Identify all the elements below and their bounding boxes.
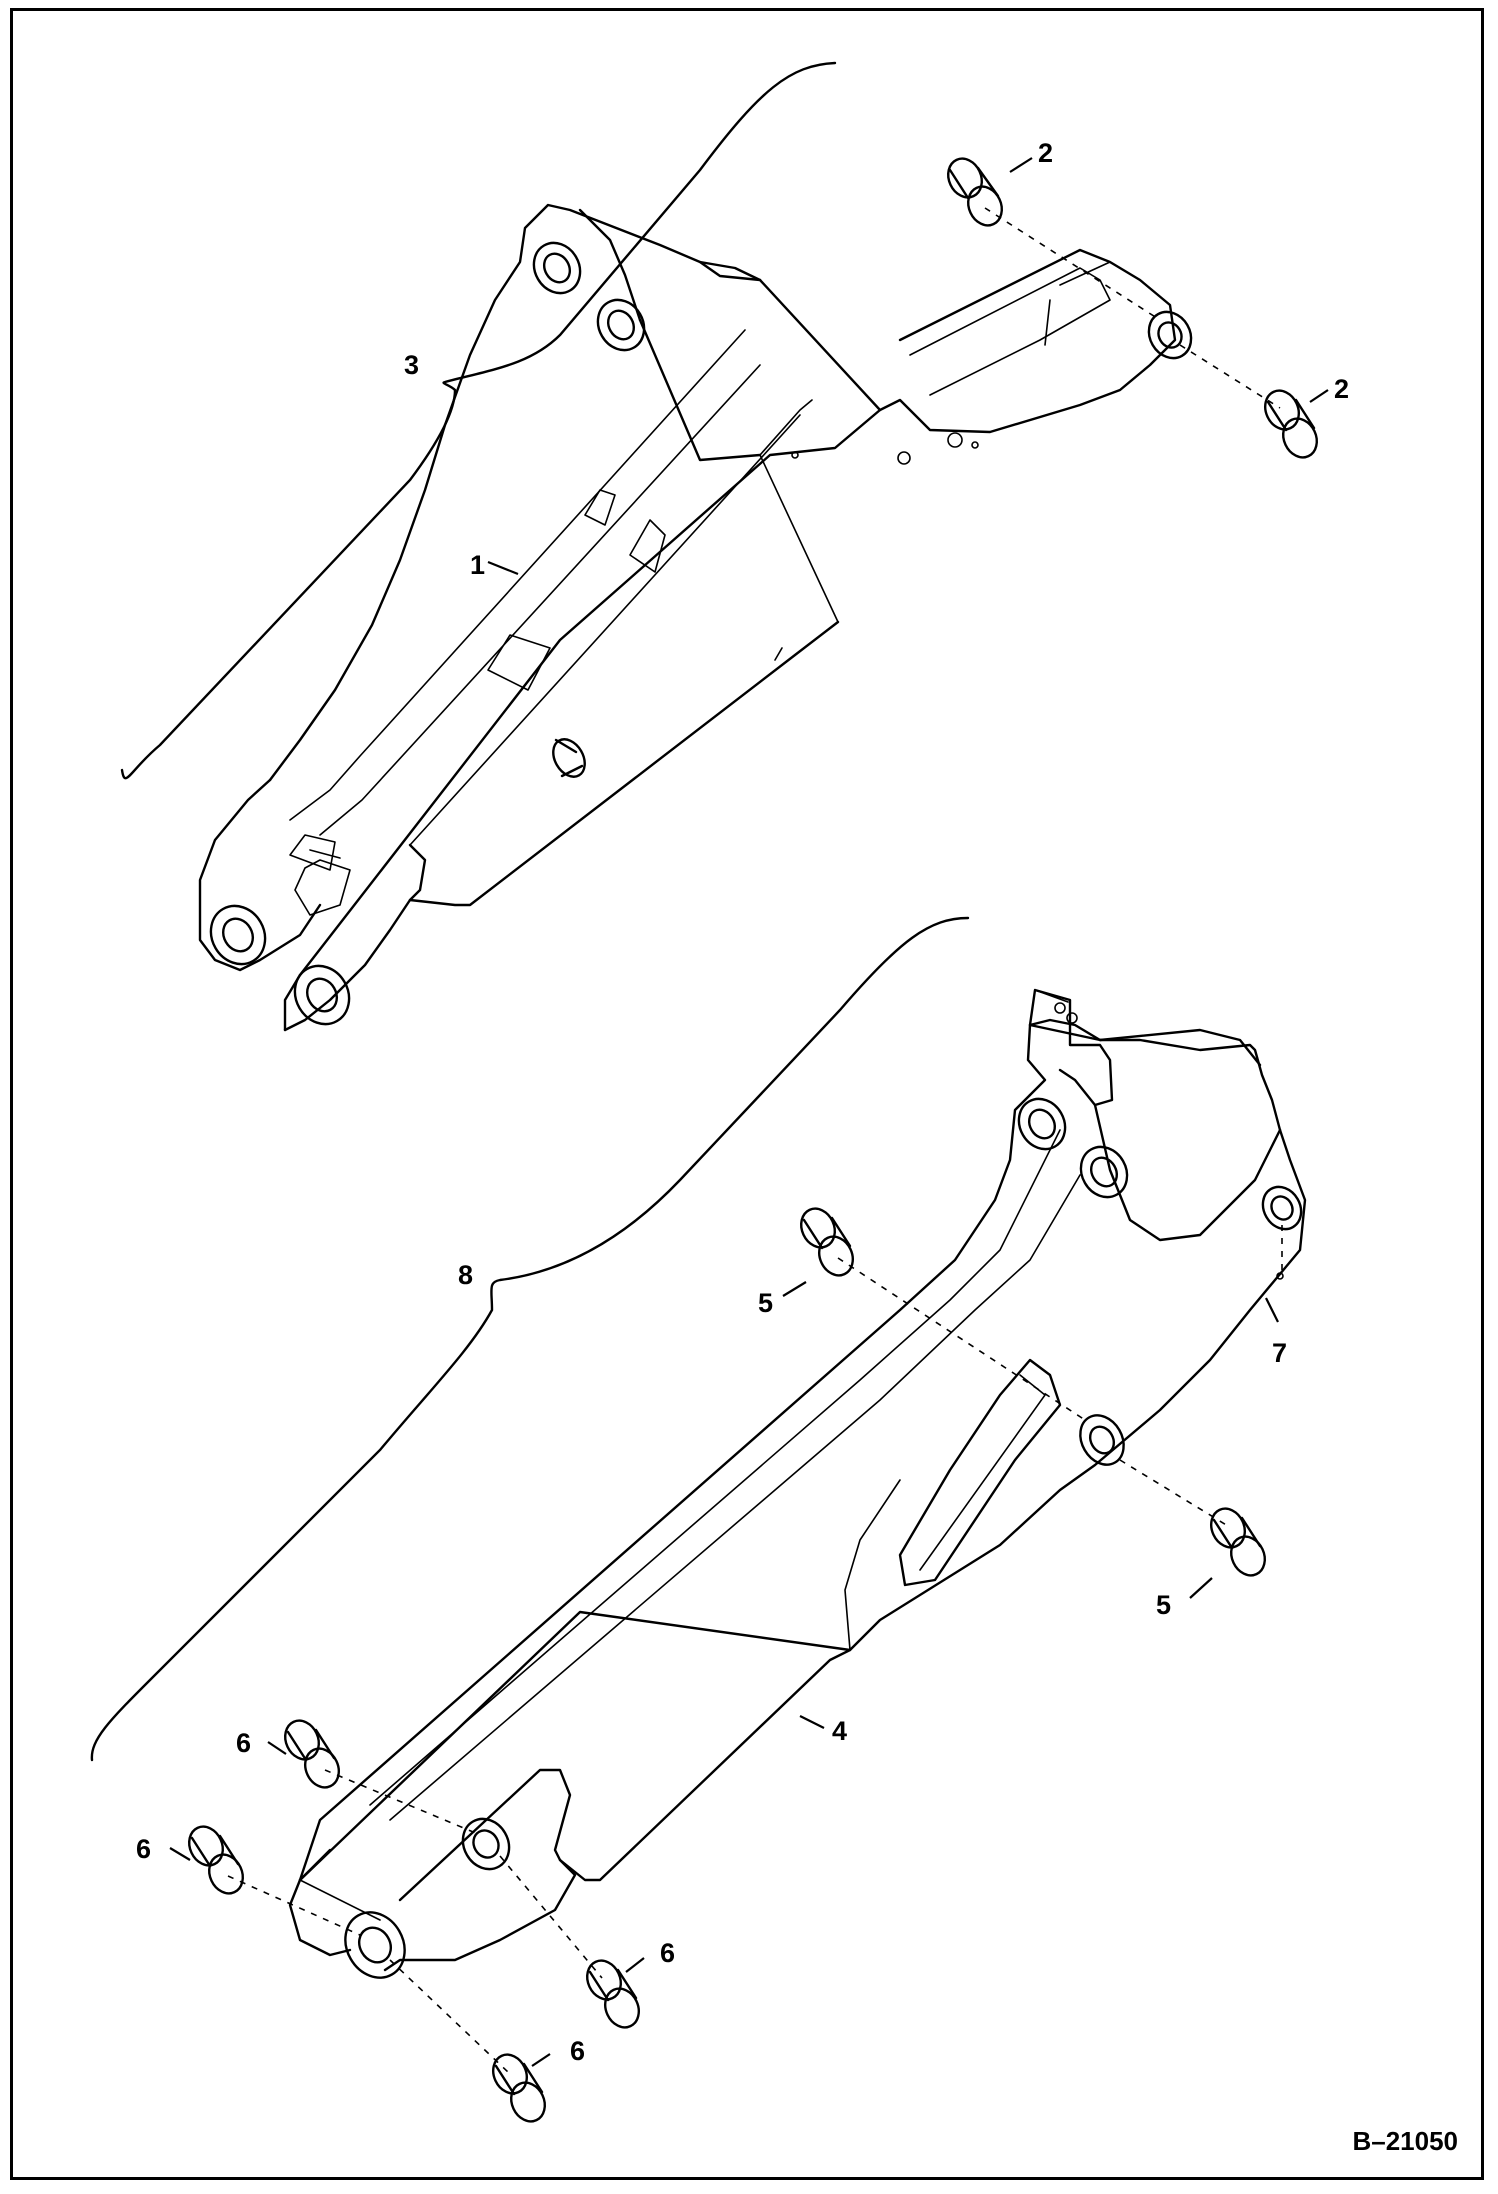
leader-lines — [169, 157, 1329, 2067]
callout-6-d: 6 — [570, 2036, 585, 2066]
callout-6-c: 6 — [660, 1938, 675, 1968]
diagram-frame — [10, 8, 1484, 2180]
boom-drawing — [198, 203, 1193, 1032]
callout-1: 1 — [470, 550, 485, 580]
callout-8: 8 — [458, 1260, 473, 1290]
callout-4: 4 — [832, 1716, 847, 1746]
callout-6-a: 6 — [236, 1728, 251, 1758]
callout-2-right: 2 — [1334, 374, 1349, 404]
boom-bushing-right — [1264, 389, 1318, 459]
callout-7: 7 — [1272, 1338, 1287, 1368]
callout-2-top: 2 — [1038, 138, 1053, 168]
arm-assembly-brace — [90, 916, 970, 1762]
arm-pin-bushing-b — [188, 1825, 244, 1895]
arm-drawing — [288, 988, 1307, 1979]
arm-pin-bushing-a — [284, 1719, 340, 1789]
callout-3: 3 — [404, 350, 419, 380]
callout-5-lower: 5 — [1156, 1590, 1171, 1620]
boom-bushing-top — [947, 157, 1003, 227]
callout-5-upper: 5 — [758, 1288, 773, 1318]
callout-6-b: 6 — [136, 1834, 151, 1864]
arm-pin-bushing-d — [492, 2053, 546, 2123]
boom-assembly-brace — [120, 61, 837, 780]
arm-bushing-lower — [1210, 1507, 1266, 1577]
arm-bushing-upper — [800, 1207, 854, 1277]
arm-pin-bushing-c — [586, 1959, 640, 2029]
figure-reference-code: B–21050 — [1352, 2126, 1458, 2156]
